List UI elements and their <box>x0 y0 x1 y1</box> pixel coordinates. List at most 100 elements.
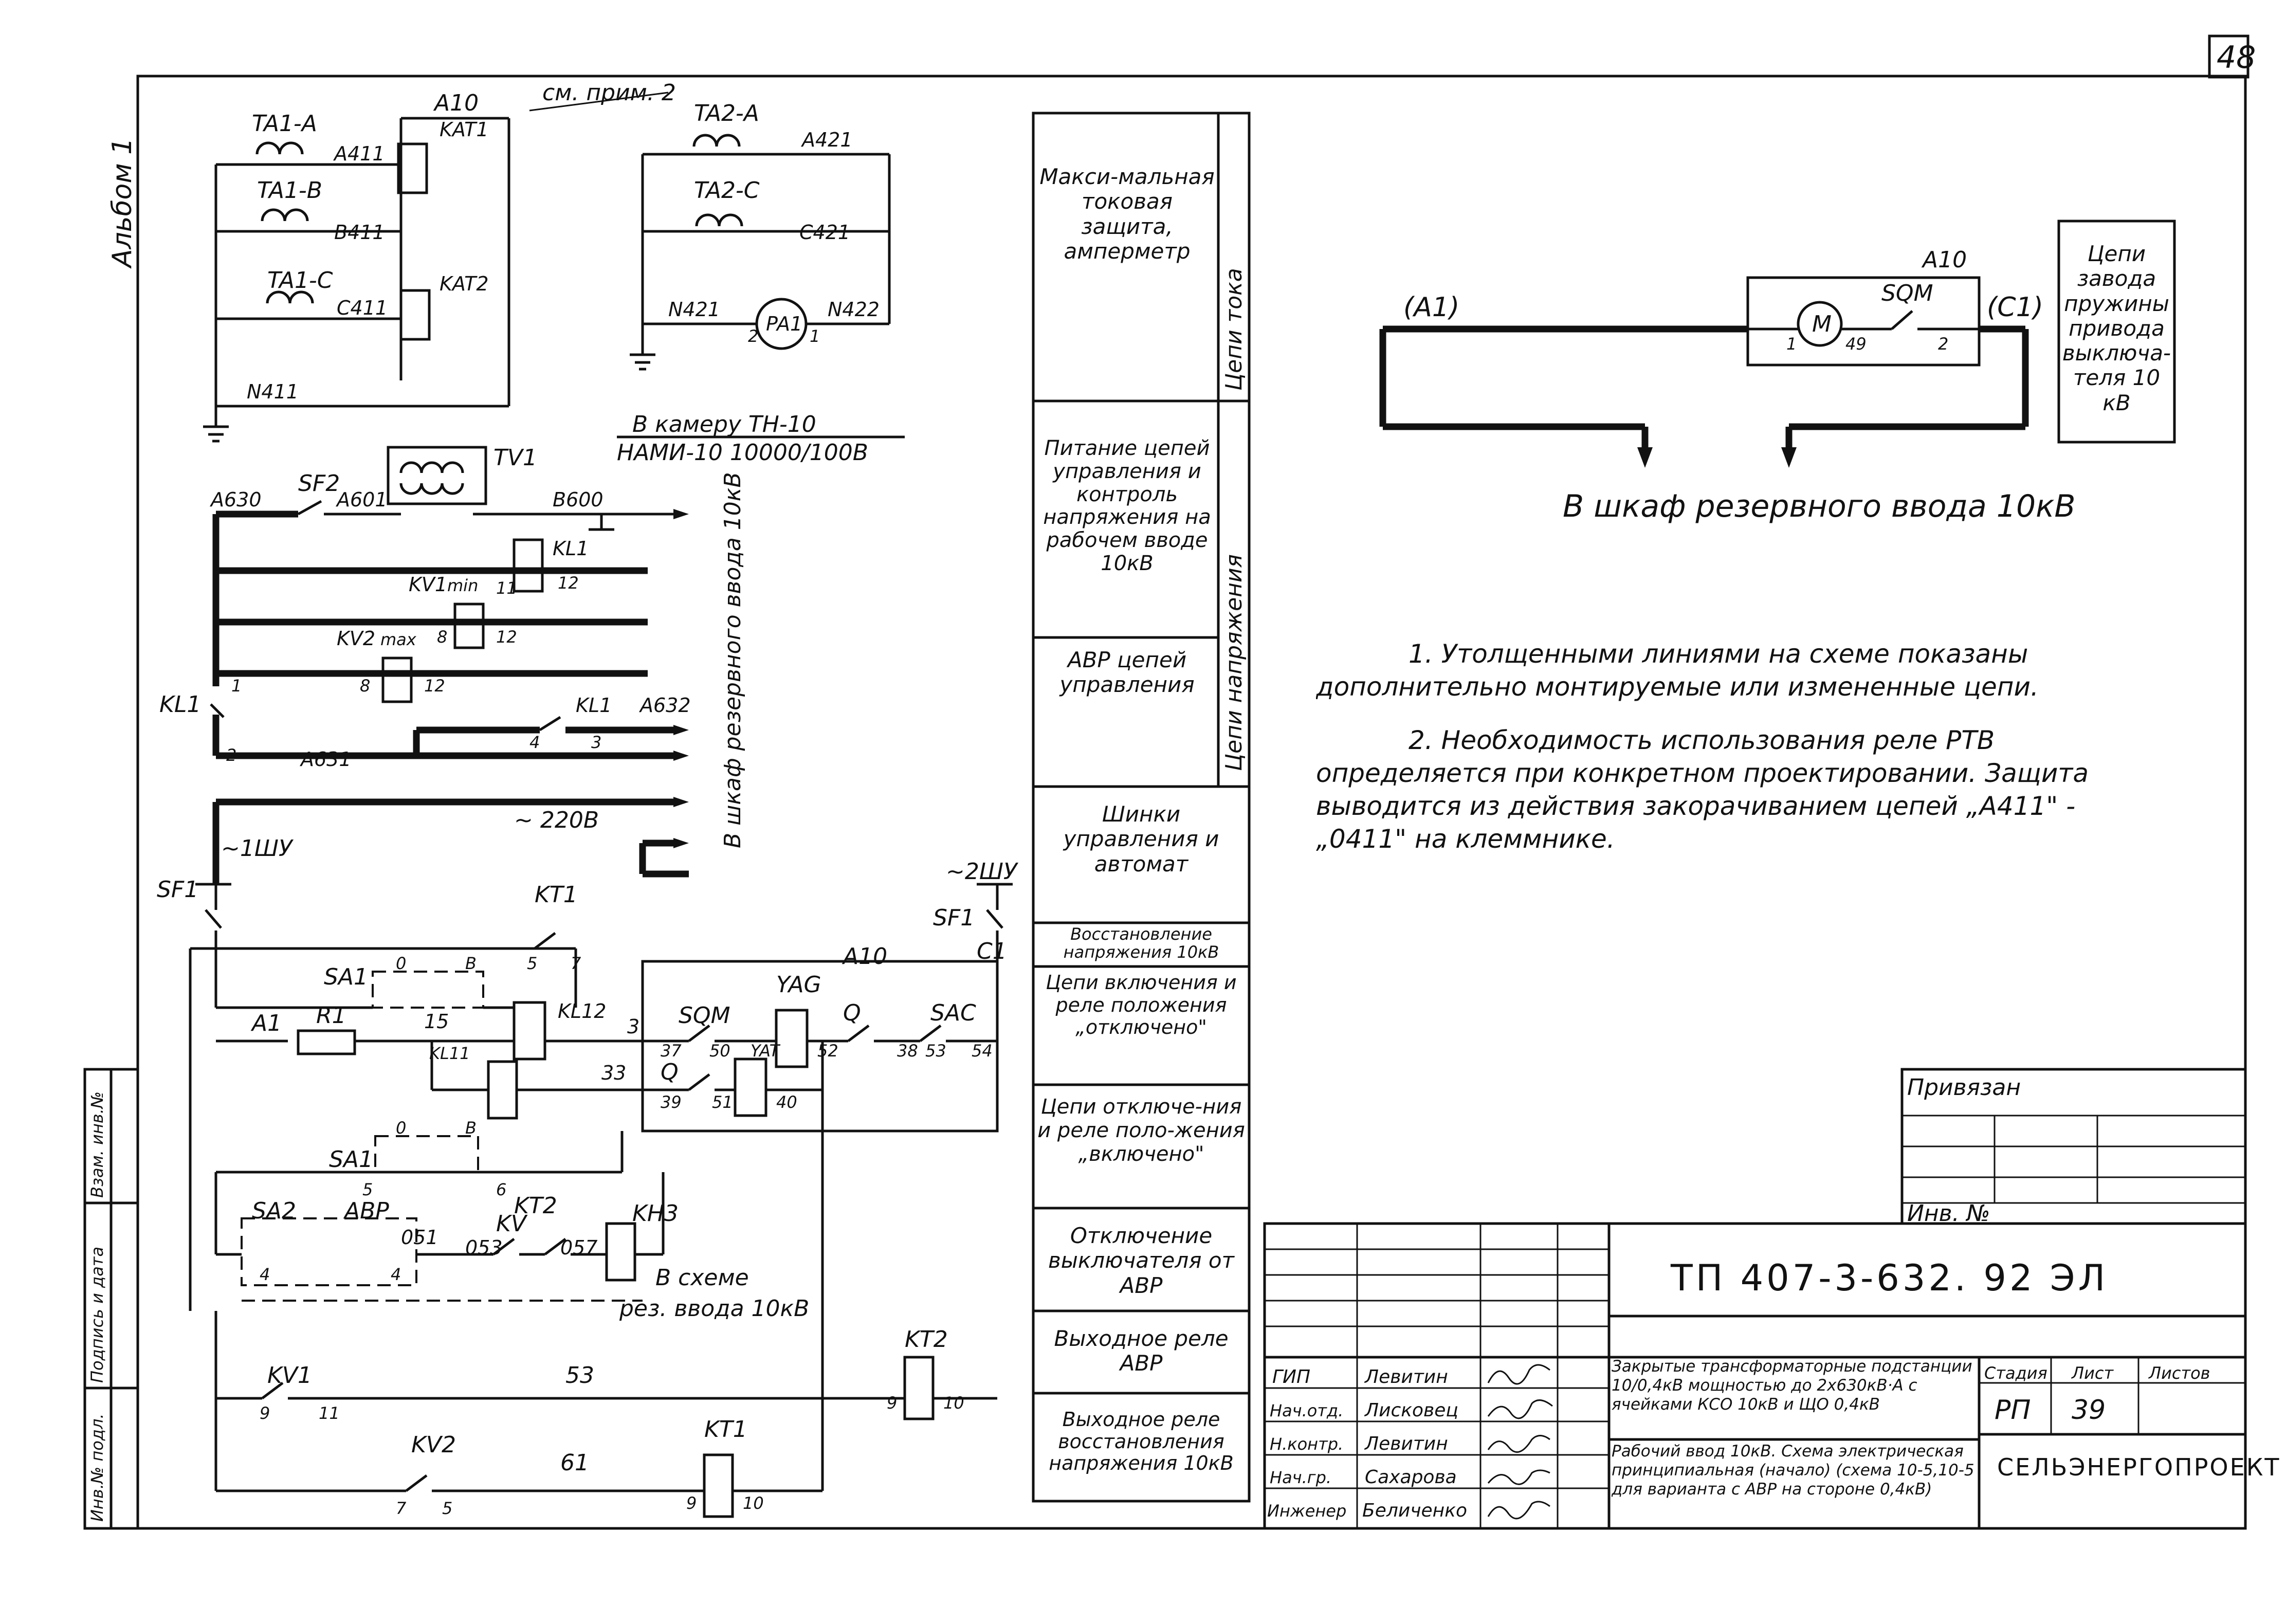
label-bus1: ~1ШУ <box>221 835 294 862</box>
legend-item-3: АВР цепей управления <box>1059 648 1195 698</box>
label-b600: B600 <box>553 488 603 511</box>
label-kv2: KV2 <box>337 627 375 650</box>
contact-q-2 <box>688 1073 710 1091</box>
label-ta1a: TA1-A <box>252 111 317 137</box>
stamp-name-n-kontr: Левитин <box>1364 1433 1448 1454</box>
pin-label: В <box>465 954 477 973</box>
note-arrow <box>529 92 669 112</box>
pin-label: 2 <box>1938 334 1948 354</box>
margin-stamp: Инв.№ подл. Подпись и дата Взам. инв.№ <box>83 1068 139 1530</box>
legend-item-7: Цепи отключе-ния и реле поло-жения „вклю… <box>1037 1095 1245 1166</box>
label-a1: A1 <box>250 1010 282 1036</box>
label-kl1-contact: KL1 <box>159 691 201 718</box>
label-motor: M <box>1812 311 1832 337</box>
contact-kv <box>492 1238 515 1255</box>
label-ta1b: TA1-B <box>257 177 322 204</box>
label-yag: YAG <box>776 972 821 998</box>
relay-kl12 <box>513 1001 546 1061</box>
stamp-list-header: Лист <box>2071 1363 2114 1383</box>
ct-ta1c-coil <box>266 290 314 304</box>
wire-051: 051 <box>401 1226 438 1249</box>
label-n411: N411 <box>247 380 299 403</box>
pin-label: 4 <box>391 1265 401 1284</box>
switch-sa1-bottom <box>374 1135 479 1173</box>
drawing-frame <box>136 75 2247 1530</box>
label-a601: A601 <box>335 488 388 511</box>
ammeter-pa1 <box>755 298 808 350</box>
signature-gip <box>1487 1364 1550 1385</box>
label-a421: A421 <box>800 129 853 151</box>
pin-label: 9 <box>887 1393 897 1413</box>
contact-kv2 <box>405 1474 428 1492</box>
label-avr-switch: АВР <box>343 1198 389 1224</box>
pin-label: 1 <box>1786 334 1797 354</box>
signature-nach-otd <box>1487 1399 1553 1419</box>
wire-61: 61 <box>560 1450 589 1476</box>
pin-label: 11 <box>496 578 517 598</box>
relay-kat2 <box>399 289 431 341</box>
arrow-icon <box>673 838 689 848</box>
relay-kt2 <box>903 1356 935 1420</box>
contact-kl1-2 <box>539 716 561 732</box>
drive-unit-a10 <box>1746 276 1981 367</box>
pin-label: 37 <box>661 1041 682 1061</box>
pin-label: 39 <box>661 1092 682 1112</box>
wire-33: 33 <box>601 1062 626 1084</box>
pin-label: 10 <box>743 1493 764 1513</box>
label-a10-control: A10 <box>842 943 887 970</box>
relay-kv2 <box>381 656 413 703</box>
pin-label: 12 <box>558 573 579 593</box>
label-kl11: KL11 <box>429 1044 470 1063</box>
legend-group-current: Цепи тока <box>1221 268 1247 391</box>
pin-label: 53 <box>925 1041 946 1061</box>
stamp-role-nach-gr: Нач.гр. <box>1270 1468 1331 1487</box>
pin-label: 8 <box>360 676 370 696</box>
pin-label: 8 <box>437 627 447 647</box>
pin-label: 4 <box>260 1265 270 1284</box>
legend-table: Цепи тока Цепи напряжения <box>1032 112 1251 1503</box>
stamp-description-2: Рабочий ввод 10кВ. Схема электрическая п… <box>1612 1442 1974 1499</box>
legend-item-10: Выходное реле восстановления напряжения … <box>1049 1409 1234 1475</box>
arrow-icon <box>1637 447 1653 468</box>
note-2: 2. Необходимость использования реле РТВ … <box>1316 725 2089 853</box>
arrow-icon <box>673 751 689 761</box>
label-a10: A10 <box>433 90 479 116</box>
label-sf1-right: SF1 <box>933 905 975 931</box>
stamp-org: СЕЛЬЭНЕРГОПРОЕКТ <box>1997 1453 2280 1481</box>
label-a631: A631 <box>299 748 352 771</box>
margin-sign-date: Подпись и дата <box>87 1247 107 1383</box>
contact-sqm-spring <box>1891 310 1913 330</box>
breaker-sf1-right <box>986 909 1003 929</box>
label-to-reserve: В шкаф резервного ввода 10кВ <box>720 472 746 848</box>
relay-kt1 <box>703 1453 734 1518</box>
stamp-role-nach-otd: Нач.отд. <box>1270 1401 1343 1420</box>
label-q-1: Q <box>843 1000 861 1026</box>
arrow-icon <box>673 725 689 735</box>
pin-label: 7 <box>571 954 581 973</box>
label-spring-a1: (A1) <box>1403 292 1459 323</box>
label-a411: A411 <box>333 142 385 165</box>
label-kt2-contact: KT2 <box>514 1193 557 1219</box>
signature-inzhener <box>1487 1501 1550 1520</box>
ct-ta2c-coil <box>695 213 743 227</box>
legend-item-8: Отключение выключателя от АВР <box>1048 1224 1234 1298</box>
label-kat2: KAT2 <box>440 272 489 295</box>
label-kat1: KAT1 <box>440 118 489 141</box>
wire-3: 3 <box>627 1015 639 1038</box>
stamp-description-1: Закрытые трансформаторные подстанции 10/… <box>1612 1357 1972 1414</box>
label-kl12: KL12 <box>558 1000 606 1023</box>
voltage-circuit: В камеру ТН-10 НАМИ-10 10000/100В TV1 SF… <box>159 411 905 884</box>
album-label: Альбом 1 <box>107 138 138 269</box>
label-note-ref: см. прим. 2 <box>542 80 676 106</box>
label-n422: N422 <box>828 298 880 321</box>
label-kv1-min: min <box>447 576 478 595</box>
pin-label: 3 <box>591 733 601 752</box>
stamp-privyazan: Привязан <box>1907 1074 2021 1101</box>
note-1: 1. Утолщенными линиями на схеме показаны… <box>1316 639 2039 702</box>
label-kt1-relay: KT1 <box>704 1416 747 1443</box>
pin-label: 1 <box>231 676 242 696</box>
relay-kl11 <box>487 1060 518 1120</box>
pin-label: 6 <box>496 1180 506 1199</box>
pin-label: 40 <box>776 1092 797 1112</box>
current-circuit: TA1-A TA1-B TA1-C A411 B411 C411 N411 A1… <box>203 80 891 443</box>
